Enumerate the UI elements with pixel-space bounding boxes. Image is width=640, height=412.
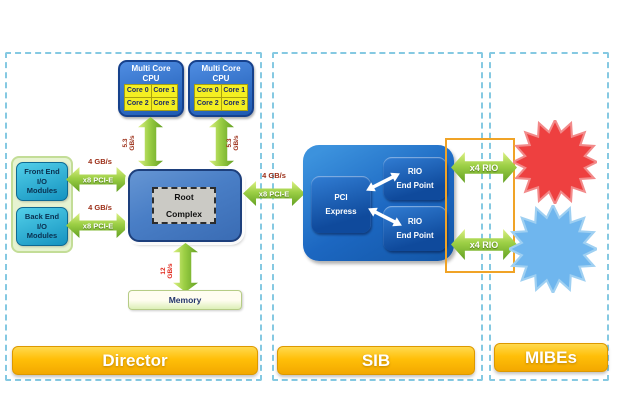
cpu-2-core-1: Core 1: [221, 85, 247, 97]
cpu-1-core-grid: Core 0 Core 1 Core 2 Core 3: [124, 84, 178, 111]
front-end-io-box: Front End I/O Modules: [16, 162, 68, 201]
director-region: [5, 52, 262, 381]
sib-region: [272, 52, 483, 381]
root-complex-chip: [128, 169, 242, 242]
cpu-1-core-0: Core 0: [125, 85, 151, 97]
uplink-type-label: x8 PCI-E: [258, 188, 290, 198]
mibe-star-red: [513, 120, 597, 204]
cpu-2-core-3: Core 3: [221, 98, 247, 110]
pci-express-box: PCI Express: [311, 176, 371, 233]
rio-link-2-label: x4 RIO: [469, 239, 499, 250]
cpu-1-core-1: Core 1: [151, 85, 177, 97]
rio-link-1-label: x4 RIO: [469, 162, 499, 173]
rio-endpoint-box-1: RIO End Point: [383, 157, 447, 200]
back-end-link-rate-label: 4 GB/s: [88, 203, 112, 212]
rio-endpoint-box-2: RIO End Point: [383, 206, 447, 251]
front-end-link-type-label: x8 PCI-E: [82, 174, 114, 184]
cpu-2-core-2: Core 2: [195, 98, 221, 110]
front-end-link-rate-label: 4 GB/s: [88, 157, 112, 166]
cpu-2-core-0: Core 0: [195, 85, 221, 97]
mibe-star-red-shape: [513, 120, 597, 204]
uplink-rate-label: 4 GB/s: [262, 171, 286, 180]
cpu-1-core-2: Core 2: [125, 98, 151, 110]
root-complex-box: Root Complex: [152, 187, 216, 224]
memory-link-rate-label: 12 GB/s: [160, 263, 175, 279]
cpu-1-core-3: Core 3: [151, 98, 177, 110]
director-label-bar: Director: [12, 346, 258, 375]
rio-links-frame: [445, 138, 515, 273]
cpu-2-title: Multi Core CPU: [201, 64, 241, 83]
cpu-2-core-grid: Core 0 Core 1 Core 2 Core 3: [194, 84, 248, 111]
mibes-label-bar: MIBEs: [494, 343, 608, 372]
mibe-star-blue-shape: [509, 205, 597, 293]
cpu2-link-rate-label: 5.3 GB/s: [226, 135, 241, 151]
cpu-box-2: Multi Core CPU Core 0 Core 1 Core 2 Core…: [188, 60, 254, 117]
cpu-box-1: Multi Core CPU Core 0 Core 1 Core 2 Core…: [118, 60, 184, 117]
memory-box: Memory: [128, 290, 242, 310]
cpu1-link-rate-label: 5.3 GB/s: [122, 135, 137, 151]
mibes-region: [489, 52, 609, 381]
back-end-link-type-label: x8 PCI-E: [82, 220, 114, 230]
cpu-1-title: Multi Core CPU: [131, 64, 171, 83]
sib-label-bar: SIB: [277, 346, 475, 375]
mibe-star-blue: [509, 205, 597, 293]
back-end-io-box: Back End I/O Modules: [16, 207, 68, 246]
